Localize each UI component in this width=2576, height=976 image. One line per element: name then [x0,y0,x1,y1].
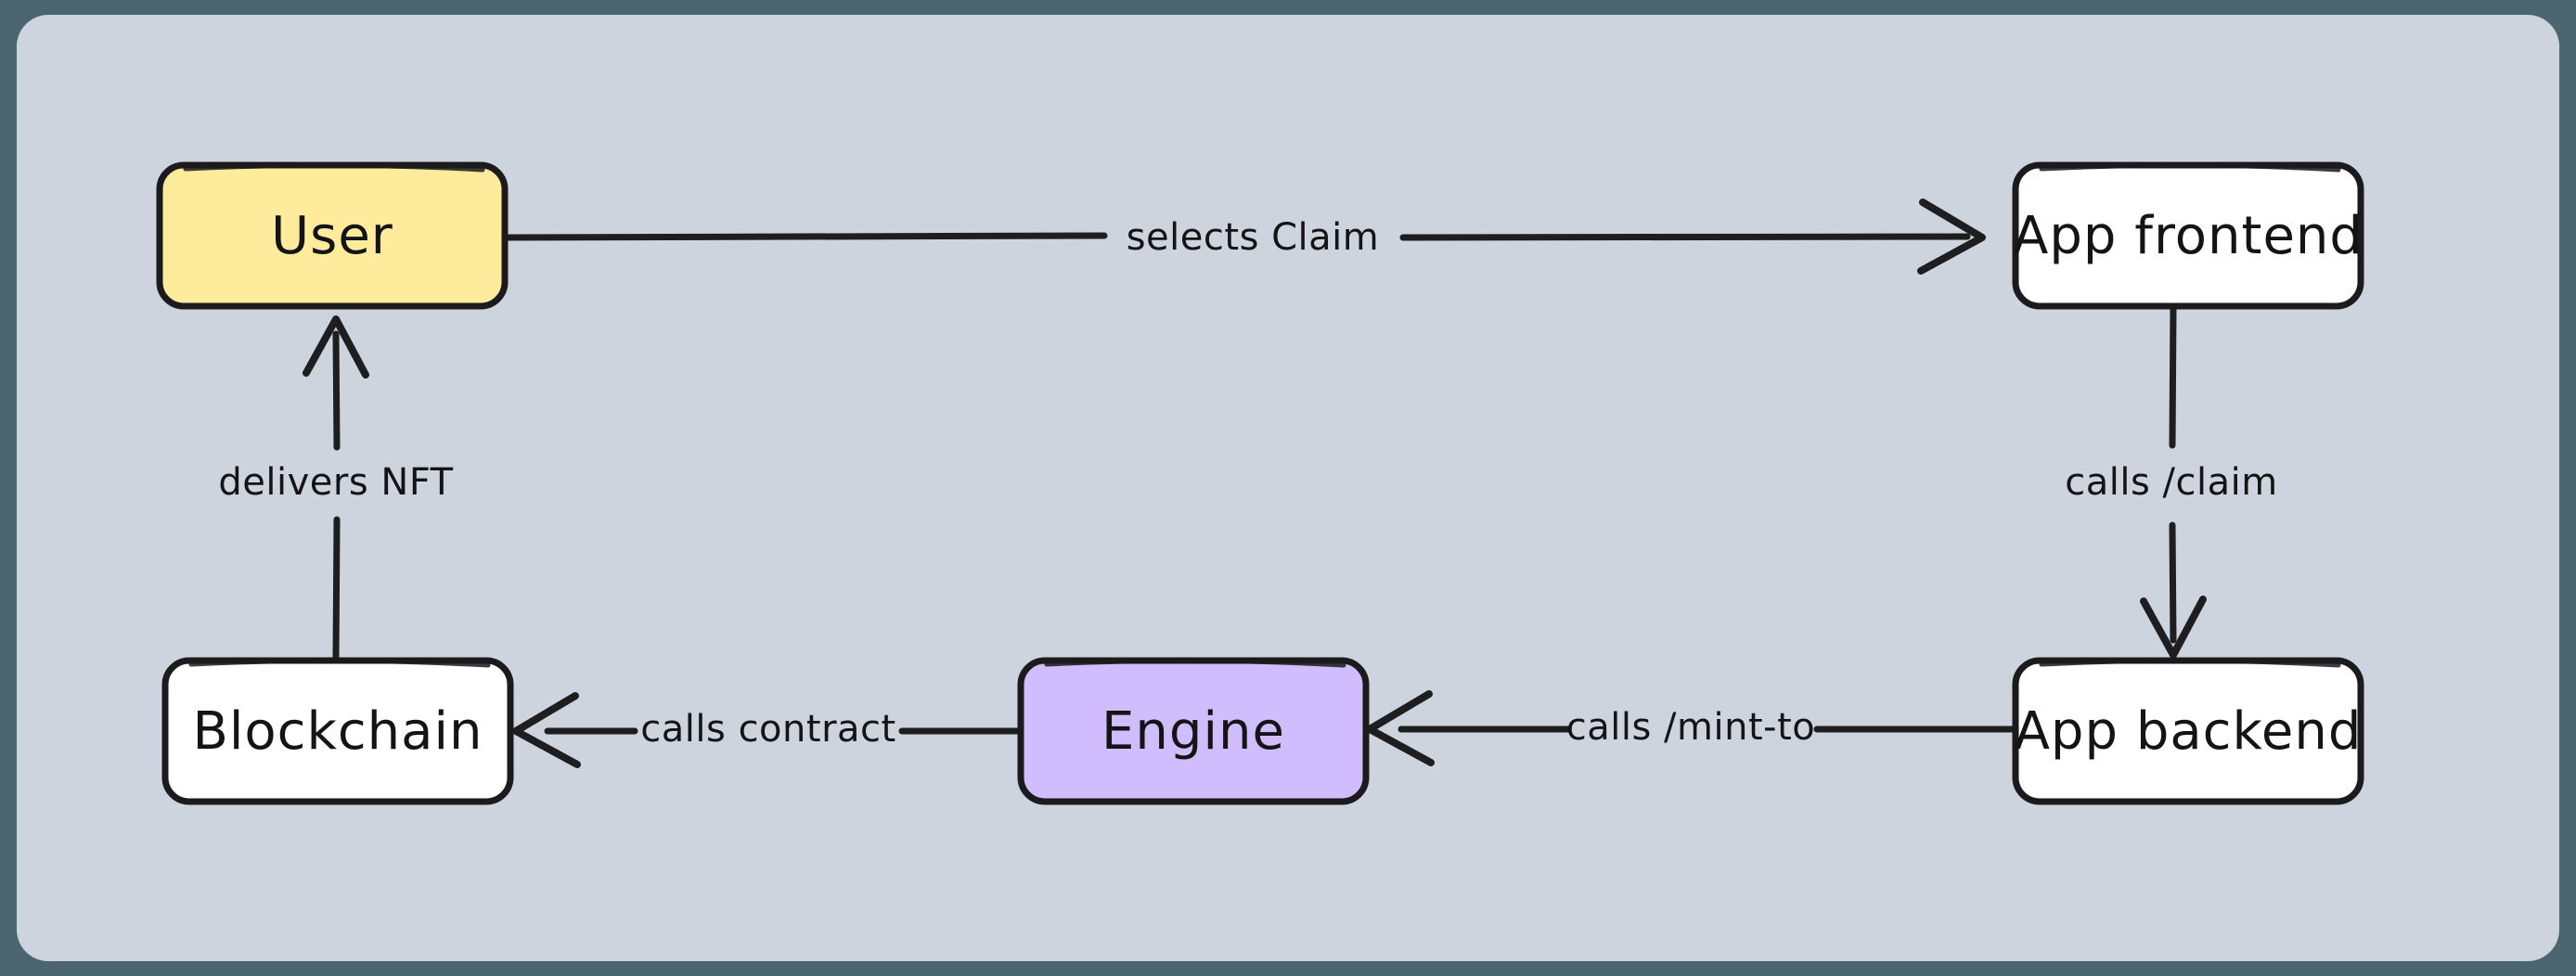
arrowhead-up-user [303,315,369,379]
edge-blockchain-to-user: delivers NFT [218,315,453,662]
node-engine-label: Engine [1101,701,1285,762]
node-app-frontend-sketch-stroke [2039,162,2341,173]
edge-label-calls-mint-to: calls /mint-to [1566,706,1815,749]
edge-label-calls-claim: calls /claim [2065,461,2277,504]
arrowhead-right-app-frontend [1917,199,1986,275]
node-engine[interactable]: Engine [1017,657,1370,805]
edge-engine-to-blockchain: calls contract [512,692,1021,768]
node-app-backend-label: App backend [2015,701,2363,762]
edge-app-frontend-to-app-backend: calls /claim [2065,306,2277,659]
node-user[interactable]: User [156,161,509,310]
node-engine-sketch-stroke [1044,658,1346,668]
edge-user-to-app-frontend: selects Claim [505,199,1986,275]
node-blockchain-label: Blockchain [192,701,483,762]
edge-line-delivers-nft [332,330,341,662]
edge-line-calls-claim [2169,306,2177,644]
node-blockchain[interactable]: Blockchain [161,657,514,805]
edge-label-delivers-nft: delivers NFT [218,461,453,504]
node-app-backend-sketch-stroke [2039,658,2341,668]
node-user-label: User [271,206,393,266]
arrowhead-left-engine [1366,690,1435,766]
edge-app-backend-to-engine: calls /mint-to [1366,690,2016,766]
node-blockchain-sketch-stroke [188,658,491,668]
arrowhead-down-app-backend [2140,596,2207,659]
node-app-frontend-label: App frontend [2013,206,2363,266]
arrowhead-left-blockchain [512,692,581,768]
edge-label-calls-contract: calls contract [640,708,895,751]
node-app-frontend[interactable]: App frontend [2012,161,2364,310]
node-app-backend[interactable]: App backend [2012,657,2364,805]
edge-label-selects-claim: selects Claim [1127,216,1380,259]
edge-line-selects-claim [505,232,1971,241]
node-user-sketch-stroke [183,162,485,173]
